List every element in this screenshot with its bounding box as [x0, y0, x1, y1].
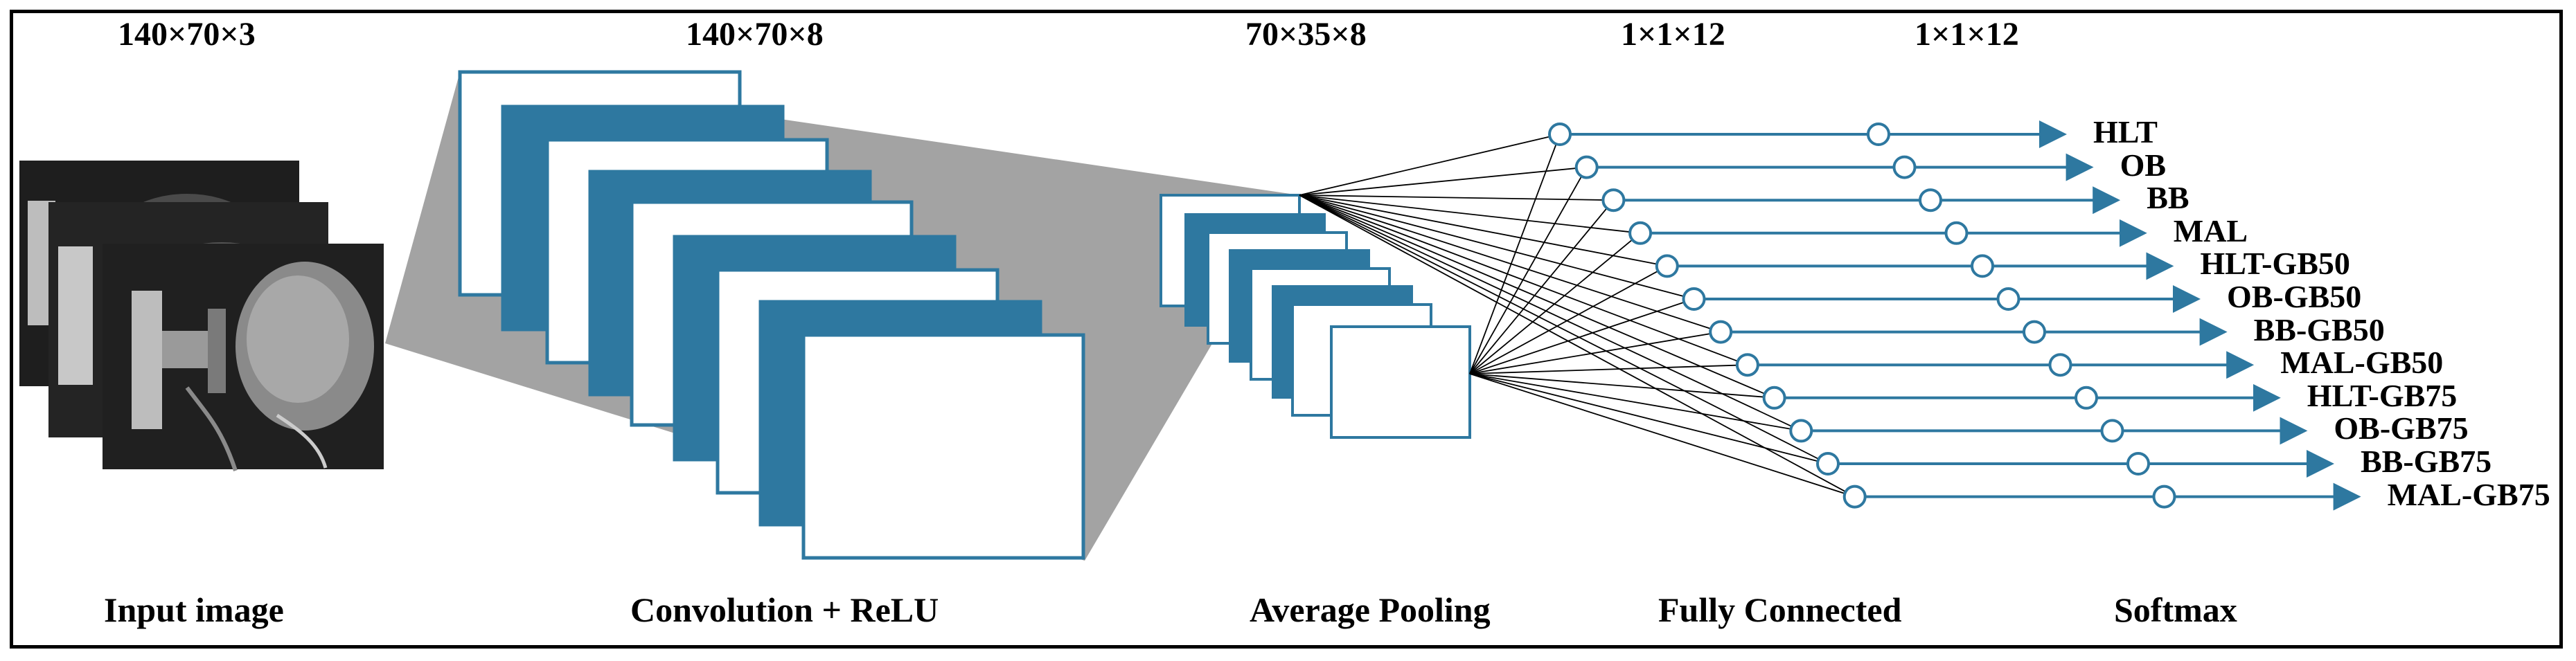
connection-line	[1299, 194, 1829, 464]
connection-line	[1469, 233, 1641, 374]
input-dimension-label: 140×70×3	[118, 16, 256, 53]
class-label: BB	[2147, 180, 2189, 216]
fc-neuron	[1548, 123, 1572, 146]
connection-line	[1299, 194, 1748, 366]
class-label: MAL-GB50	[2280, 345, 2444, 381]
conv-stage-label: Convolution + ReLU	[630, 590, 939, 629]
pool-map-8	[1330, 325, 1471, 439]
class-label: HLT-GB75	[2307, 377, 2458, 413]
fc-neuron	[1682, 287, 1706, 311]
connection-line	[1299, 194, 1667, 267]
softmax-neuron	[2126, 452, 2150, 476]
connection-line	[1469, 373, 1855, 498]
connection-line	[1469, 373, 1802, 432]
pool-dimension-label: 70×35×8	[1245, 16, 1367, 53]
fc-neuron	[1709, 320, 1733, 344]
softmax-neuron	[1867, 123, 1890, 146]
connection-line	[1469, 298, 1694, 374]
class-label: MAL-GB75	[2387, 476, 2550, 512]
softmax-dimension-label: 1×1×12	[1915, 16, 2019, 53]
softmax-neurons	[1867, 123, 2176, 509]
connection-line	[1299, 194, 1614, 201]
connection-line	[1469, 265, 1668, 374]
softmax-neuron	[1996, 287, 2020, 311]
fc-neuron	[1816, 452, 1840, 476]
connection-line	[1299, 194, 1856, 498]
input-image-stack	[19, 161, 384, 471]
softmax-neuron	[1919, 188, 1942, 212]
connection-line	[1469, 373, 1829, 464]
softmax-stage-label: Softmax	[2114, 590, 2237, 629]
pooling-feature-maps	[1160, 194, 1471, 439]
fully-connected-neurons	[1548, 123, 1867, 509]
class-label: BB-GB75	[2361, 444, 2492, 479]
softmax-neuron	[2048, 353, 2072, 377]
class-label: OB-GB75	[2334, 410, 2469, 446]
input-image-3	[103, 244, 384, 471]
class-label: MAL	[2173, 212, 2248, 248]
softmax-neuron	[2100, 419, 2124, 443]
diagram-frame	[10, 10, 2563, 649]
fc-neuron	[1655, 254, 1679, 278]
convolution-feature-maps	[458, 70, 1085, 560]
pool-stage-label: Average Pooling	[1250, 590, 1491, 629]
connection-line	[1299, 194, 1694, 300]
softmax-neuron	[1971, 254, 1994, 278]
connection-line	[1469, 134, 1561, 374]
class-label: OB	[2120, 147, 2167, 183]
fc-neuron	[1628, 221, 1653, 245]
fc-neuron	[1735, 353, 1759, 377]
output-arrows	[1560, 120, 2361, 511]
fc-neuron	[1789, 419, 1813, 443]
connection-line	[1299, 194, 1721, 333]
fc-neuron	[1762, 386, 1786, 410]
softmax-neuron	[1892, 155, 1917, 179]
softmax-neuron	[2023, 320, 2046, 344]
class-label: BB-GB50	[2253, 311, 2385, 347]
connection-line	[1299, 134, 1561, 196]
conv-map-9	[801, 333, 1085, 560]
fc-neuron	[1601, 188, 1626, 212]
connection-line	[1469, 167, 1588, 374]
connection-line	[1299, 194, 1802, 432]
class-label: OB-GB50	[2227, 279, 2362, 314]
fc-stage-label: Fully Connected	[1658, 590, 1902, 629]
fc-neuron	[1574, 155, 1599, 179]
conv-dimension-label: 140×70×8	[686, 16, 824, 53]
connection-line	[1299, 166, 1587, 196]
softmax-neuron	[2152, 485, 2176, 509]
softmax-neuron	[1944, 221, 1969, 245]
connection-line	[1299, 194, 1775, 399]
fc-dimension-label: 1×1×12	[1621, 16, 1725, 53]
softmax-neuron	[2075, 386, 2098, 410]
fc-neuron	[1842, 485, 1867, 509]
connection-line	[1299, 194, 1641, 234]
class-label: HLT	[2093, 114, 2158, 150]
input-stage-label: Input image	[104, 590, 284, 629]
class-label: HLT-GB50	[2200, 246, 2350, 282]
pool-to-fc-connections	[1299, 134, 1856, 498]
